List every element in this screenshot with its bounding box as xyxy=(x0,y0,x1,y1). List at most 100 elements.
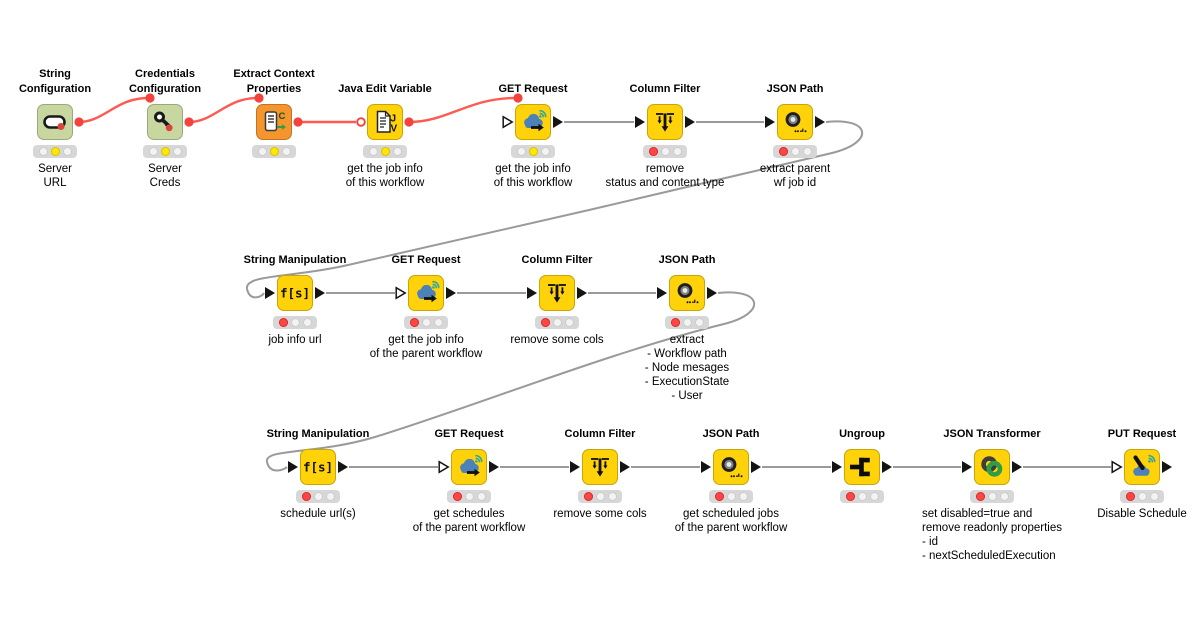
traffic-light-red xyxy=(404,316,448,329)
input-port-ear-left[interactable] xyxy=(513,93,523,103)
input-port-ear-left[interactable] xyxy=(145,93,155,103)
node-annotation: Server Creds xyxy=(148,163,182,189)
input-port-tri-left[interactable] xyxy=(526,287,538,300)
input-port-tri-left[interactable] xyxy=(764,116,776,129)
traffic-red-dot xyxy=(1125,492,1135,501)
input-port-ear-left[interactable] xyxy=(254,93,264,103)
node-annotation: set disabled=true and remove readonly pr… xyxy=(922,508,1062,562)
output-port-tri-right[interactable] xyxy=(488,461,500,474)
traffic-red-dot xyxy=(278,318,288,327)
fs-icon: f[s] xyxy=(280,286,310,301)
input-port-tri-hollow-left[interactable] xyxy=(395,286,407,300)
connection-data-json-path-2-to-string-manipulation-2[interactable] xyxy=(265,291,756,472)
input-port-tri-hollow-left[interactable] xyxy=(438,460,450,474)
node-annotation: get schedules of the parent workflow xyxy=(412,508,526,534)
node-body-string-configuration[interactable] xyxy=(37,104,84,140)
traffic-green-dot xyxy=(172,147,182,156)
traffic-green-dot xyxy=(433,318,443,327)
connection-data-json-path-1-to-string-manipulation-1[interactable] xyxy=(245,120,864,299)
node-body-json-path-2[interactable] xyxy=(657,275,717,311)
svg-text:J: J xyxy=(391,114,397,125)
traffic-red-dot xyxy=(583,492,593,501)
connection-flowvar-credentials-configuration-to-extract-context-properties[interactable] xyxy=(188,96,258,124)
node-body-json-path-3[interactable] xyxy=(701,449,761,485)
output-port-tri-right[interactable] xyxy=(552,116,564,129)
traffic-green-dot xyxy=(738,492,748,501)
input-port-dot-hollow-left[interactable] xyxy=(356,117,366,127)
node-annotation: extract - Workflow path - Node mesages -… xyxy=(644,334,730,402)
column-filter-icon xyxy=(548,284,566,303)
output-port-tri-right[interactable] xyxy=(706,287,718,300)
node-body-column-filter-2[interactable] xyxy=(527,275,587,311)
node-body-column-filter-3[interactable] xyxy=(570,449,630,485)
input-port-tri-left[interactable] xyxy=(287,461,299,474)
svg-text:C: C xyxy=(279,111,286,122)
node-body-column-filter-1[interactable] xyxy=(635,104,695,140)
input-port-tri-hollow-left[interactable] xyxy=(1111,460,1123,474)
input-port-tri-hollow-left[interactable] xyxy=(502,115,514,129)
node-body-json-transformer[interactable] xyxy=(962,449,1022,485)
output-port-dot-right[interactable] xyxy=(74,117,84,127)
connection-flowvar-java-edit-variable-to-get-request-1[interactable] xyxy=(408,96,517,124)
input-port-tri-left[interactable] xyxy=(831,461,843,474)
output-port-dot-right[interactable] xyxy=(404,117,414,127)
node-annotation: get the job info of the parent workflow xyxy=(369,334,483,360)
node-body-get-request-2[interactable] xyxy=(395,275,456,311)
traffic-red-dot xyxy=(778,147,788,156)
input-port-tri-left[interactable] xyxy=(264,287,276,300)
output-port-tri-right[interactable] xyxy=(1161,461,1173,474)
node-body-ungroup[interactable] xyxy=(832,449,892,485)
input-port-tri-left[interactable] xyxy=(700,461,712,474)
node-annotation: remove status and content type xyxy=(605,163,725,189)
key-icon xyxy=(154,111,173,132)
output-port-tri-right[interactable] xyxy=(619,461,631,474)
node-body-credentials-configuration[interactable] xyxy=(145,93,194,140)
output-port-tri-right[interactable] xyxy=(814,116,826,129)
input-port-tri-left[interactable] xyxy=(961,461,973,474)
node-annotation: extract parent wf job id xyxy=(759,163,831,189)
node-title: PUT Request xyxy=(1107,428,1177,440)
node-body-string-manipulation-1[interactable]: f[s] xyxy=(265,275,325,311)
node-body-extract-context-properties[interactable]: C xyxy=(254,93,303,140)
output-port-tri-right[interactable] xyxy=(750,461,762,474)
traffic-light-red xyxy=(643,145,687,158)
node-body-get-request-1[interactable] xyxy=(502,93,563,140)
output-port-dot-right[interactable] xyxy=(293,117,303,127)
input-port-tri-left[interactable] xyxy=(634,116,646,129)
output-port-tri-right[interactable] xyxy=(881,461,893,474)
output-port-dot-right[interactable] xyxy=(184,117,194,127)
output-port-tri-right[interactable] xyxy=(445,287,457,300)
traffic-light-yellow xyxy=(363,145,407,158)
svg-text:f[s]: f[s] xyxy=(303,460,333,475)
node-title: Column Filter xyxy=(629,83,701,95)
node-body-get-request-3[interactable] xyxy=(438,449,499,485)
output-port-tri-right[interactable] xyxy=(314,287,326,300)
traffic-red-dot xyxy=(648,147,658,156)
output-port-tri-right[interactable] xyxy=(684,116,696,129)
node-body-json-path-1[interactable] xyxy=(765,104,825,140)
traffic-yellow-dot xyxy=(464,492,474,501)
traffic-light-yellow xyxy=(33,145,77,158)
traffic-light-red xyxy=(1120,490,1164,503)
json-path-icon xyxy=(721,457,743,478)
output-port-tri-right[interactable] xyxy=(576,287,588,300)
connection-flowvar-string-configuration-to-credentials-configuration[interactable] xyxy=(78,96,149,124)
node-title: JSON Path xyxy=(766,83,824,95)
output-port-tri-right[interactable] xyxy=(337,461,349,474)
context-icon: C xyxy=(264,111,286,132)
input-port-tri-left[interactable] xyxy=(569,461,581,474)
node-body-put-request[interactable] xyxy=(1111,449,1172,485)
traffic-yellow-dot xyxy=(290,318,300,327)
traffic-yellow-dot xyxy=(380,147,390,156)
output-port-tri-right[interactable] xyxy=(1011,461,1023,474)
node-body-string-manipulation-2[interactable]: f[s] xyxy=(288,449,348,485)
input-port-tri-left[interactable] xyxy=(656,287,668,300)
